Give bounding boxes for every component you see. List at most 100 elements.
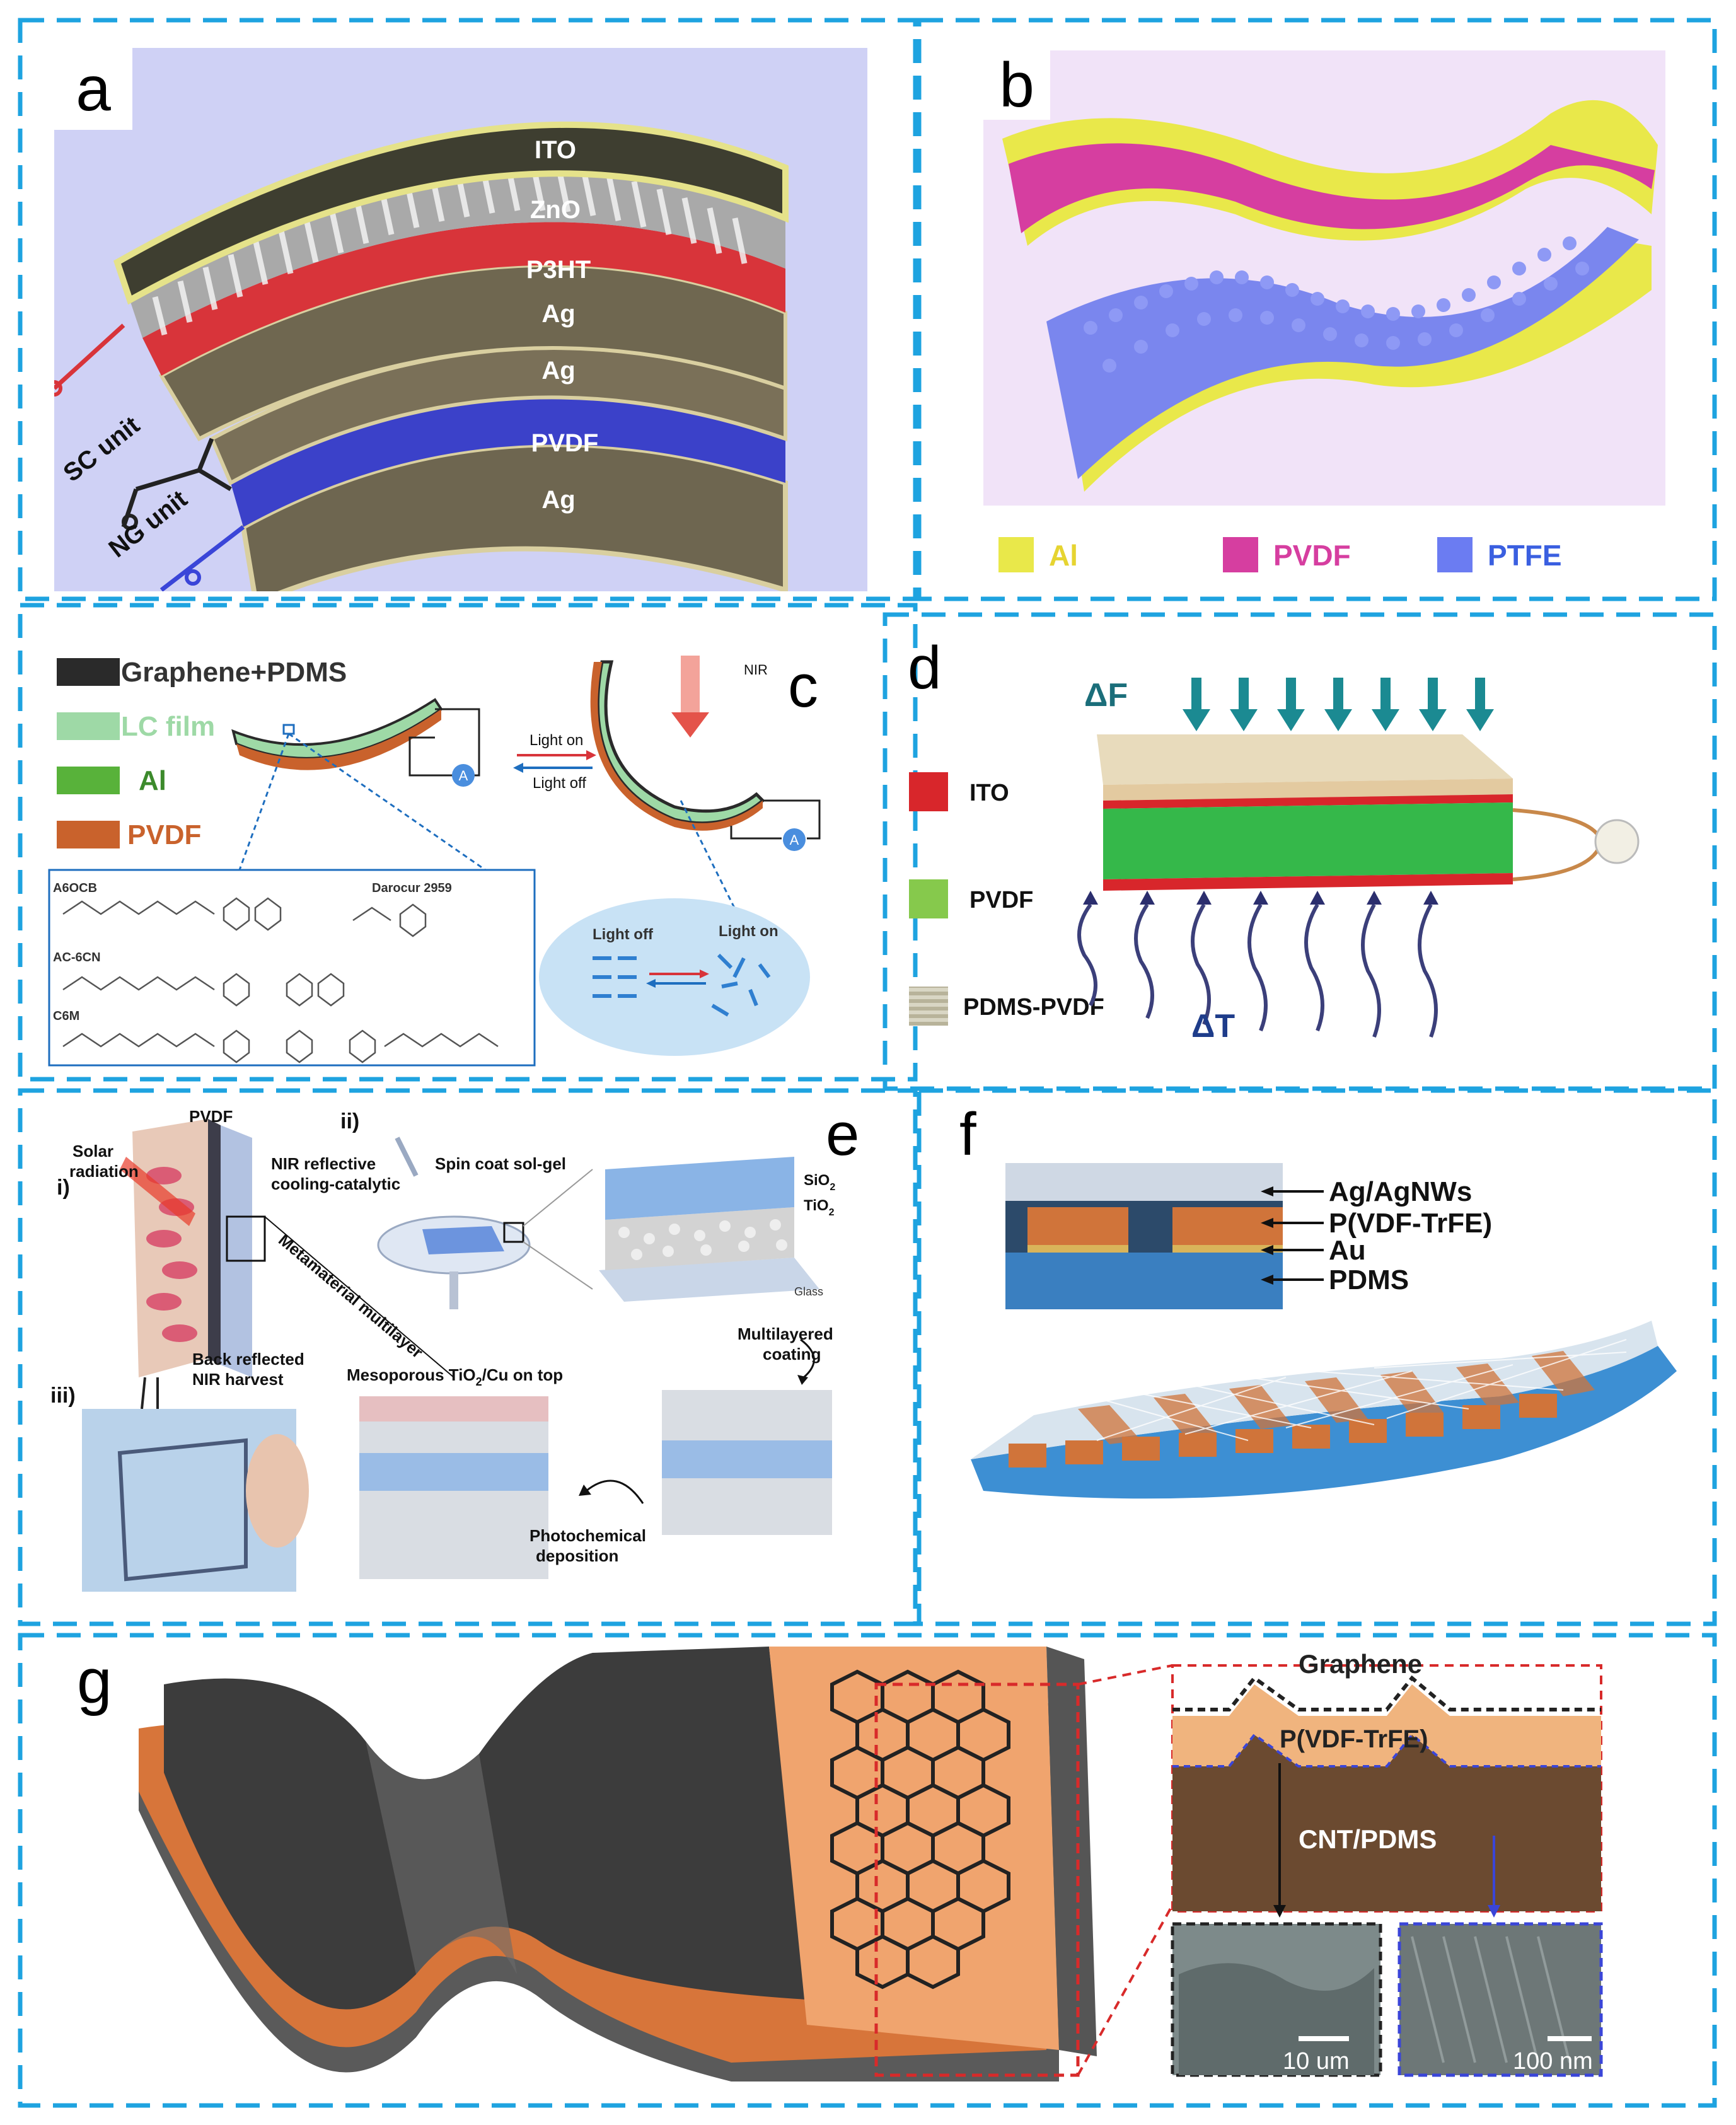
- c-mol-darocur: Darocur 2959: [372, 881, 452, 895]
- f-inset-pvdf-right: [1172, 1207, 1283, 1245]
- c-ammeter-2: [783, 828, 806, 851]
- c-nir-arrow: [681, 656, 700, 712]
- g-label-pvdf-trfe: P(VDF-TrFE): [1280, 1725, 1428, 1753]
- c-state-on: Light on: [719, 923, 778, 940]
- legend-pvdf-label: PVDF: [1273, 539, 1351, 572]
- e-photo-2: deposition: [536, 1546, 618, 1565]
- g-cs-pvdf: [1172, 1684, 1601, 1766]
- d-legend-ito-label: ITO: [969, 780, 1009, 806]
- panel-d: d ITO PVDF PDMS-PVDF ΔF: [895, 627, 1708, 1081]
- g-hex-lattice: [830, 1669, 1010, 1989]
- lead-red-terminal: [54, 380, 62, 397]
- e-glass: Glass: [794, 1285, 823, 1298]
- f-label-au: Au: [1329, 1235, 1366, 1266]
- g-scalebar-2: [1548, 2036, 1592, 2041]
- f-label-pvdf-trfe: P(VDF-TrFE): [1329, 1208, 1492, 1239]
- frame-g: [18, 1633, 1717, 2108]
- c-light-on: Light on: [529, 732, 583, 749]
- legend-al-swatch: [998, 537, 1034, 572]
- top-sheet-al: [1002, 100, 1658, 246]
- c-legend-pvdf-swatch: [57, 821, 120, 848]
- layer-ito: [113, 121, 789, 305]
- label-ito: ITO: [535, 136, 576, 164]
- d-delta-t: ΔT: [1191, 1008, 1235, 1045]
- e-cube-sio2: [605, 1157, 794, 1220]
- c-zoom-box: [282, 724, 295, 735]
- frame-c: [18, 603, 918, 1082]
- panel-f-art: Ag/AgNWs P(VDF-TrFE) Au PDMS: [971, 1163, 1677, 1499]
- e-sub-i: i): [57, 1176, 70, 1200]
- label-ag-2: Ag: [541, 357, 575, 385]
- top-sheet-pvdf: [1009, 143, 1655, 233]
- label-ag-3: Ag: [541, 486, 575, 514]
- d-pvdf-body: [1103, 802, 1513, 879]
- frame-b: [917, 18, 1717, 601]
- panel-d-letter: d: [908, 634, 942, 702]
- f-electrodes: [1009, 1394, 1557, 1468]
- f-label-agnws: Ag/AgNWs: [1329, 1176, 1472, 1207]
- e-nir-2: cooling-catalytic: [271, 1174, 400, 1193]
- g-cnt-edge: [1046, 1647, 1097, 2056]
- c-legend-graphene-swatch: [57, 658, 120, 686]
- e-solar-2: radiation: [69, 1162, 139, 1181]
- c-flat-film-pvdf: [236, 709, 441, 770]
- label-ng-unit: NG unit: [103, 485, 192, 564]
- d-bulb: [1594, 819, 1640, 864]
- panel-f: f Ag/AgNWs P(VDF-TrFE) Au PDMS: [933, 1100, 1708, 1614]
- layer-ag-mid: [158, 263, 787, 441]
- panel-b-letter: b: [983, 50, 1050, 120]
- d-wire: [1512, 808, 1604, 881]
- c-state-off: Light off: [593, 926, 654, 943]
- panel-e-letter: e: [826, 1101, 860, 1168]
- g-scale-1: 10 um: [1283, 2048, 1350, 2075]
- frame-f: [917, 1088, 1717, 1626]
- c-legend-pvdf-label: PVDF: [127, 819, 202, 850]
- d-legend-ito-swatch: [909, 772, 948, 811]
- c-ammeter-1: [452, 764, 475, 787]
- panel-b: b: [983, 50, 1665, 506]
- c-molecule-box: [48, 869, 536, 1067]
- c-curled-film-pvdf: [590, 662, 763, 831]
- e-pvdf: PVDF: [189, 1107, 233, 1126]
- g-scalebar-1: [1299, 2036, 1349, 2041]
- c-curled-film: [596, 660, 765, 825]
- legend-al-label: Al: [1049, 539, 1078, 572]
- e-multi-1: Multilayered: [738, 1324, 833, 1343]
- f-inset-pvdf-left: [1027, 1207, 1128, 1245]
- d-ito-bottom: [1103, 873, 1513, 891]
- e-sio2: SiO2: [804, 1172, 835, 1193]
- legend-ptfe-swatch: [1437, 537, 1473, 572]
- g-scale-2: 100 nm: [1513, 2048, 1593, 2075]
- e-photo-1: Photochemical: [529, 1526, 646, 1545]
- panel-c-art: A Light on Light off NIR A: [48, 656, 821, 1067]
- e-tio2: TiO2: [804, 1197, 835, 1218]
- c-state-ellipse: [539, 898, 810, 1056]
- g-orange-exposed: [769, 1647, 1059, 2050]
- e-cube-glass: [599, 1258, 819, 1302]
- frame-e: [18, 1088, 918, 1626]
- panel-e: i) PVDF Solar radiation NIR reflective c…: [38, 1100, 895, 1611]
- label-sc-unit: SC unit: [58, 411, 144, 487]
- svg-text:A: A: [790, 832, 799, 848]
- panel-g: g: [38, 1646, 1708, 2100]
- label-p3ht: P3HT: [526, 256, 591, 284]
- c-nir-label: NIR: [744, 662, 768, 678]
- d-heat-arrows: [1077, 903, 1438, 1038]
- d-legend-pvdf-swatch: [909, 879, 948, 918]
- panel-d-art: ΔF ΔT: [1077, 677, 1640, 1045]
- c-legend-lc-label: LC film: [121, 711, 216, 742]
- lead-blue-terminal: [185, 569, 201, 586]
- panel-f-letter: f: [959, 1101, 976, 1168]
- panel-e-art: i) PVDF Solar radiation NIR reflective c…: [50, 1107, 835, 1592]
- ptfe-bumps: [1084, 236, 1589, 373]
- panel-a: ITO ZnO P3HT Ag Ag PVDF Ag SC unit NG un…: [54, 48, 867, 591]
- d-legend-pdms-label: PDMS-PVDF: [963, 994, 1104, 1021]
- d-force-arrows: [1183, 678, 1494, 731]
- layer-p3ht: [142, 222, 785, 376]
- svg-text:A: A: [459, 768, 468, 784]
- layer-ag-bottom: [240, 442, 788, 591]
- leads: [54, 323, 245, 591]
- f-nanowires: [1090, 1339, 1627, 1441]
- layer-pvdf: [231, 397, 785, 527]
- e-back-1: Back reflected: [192, 1350, 304, 1369]
